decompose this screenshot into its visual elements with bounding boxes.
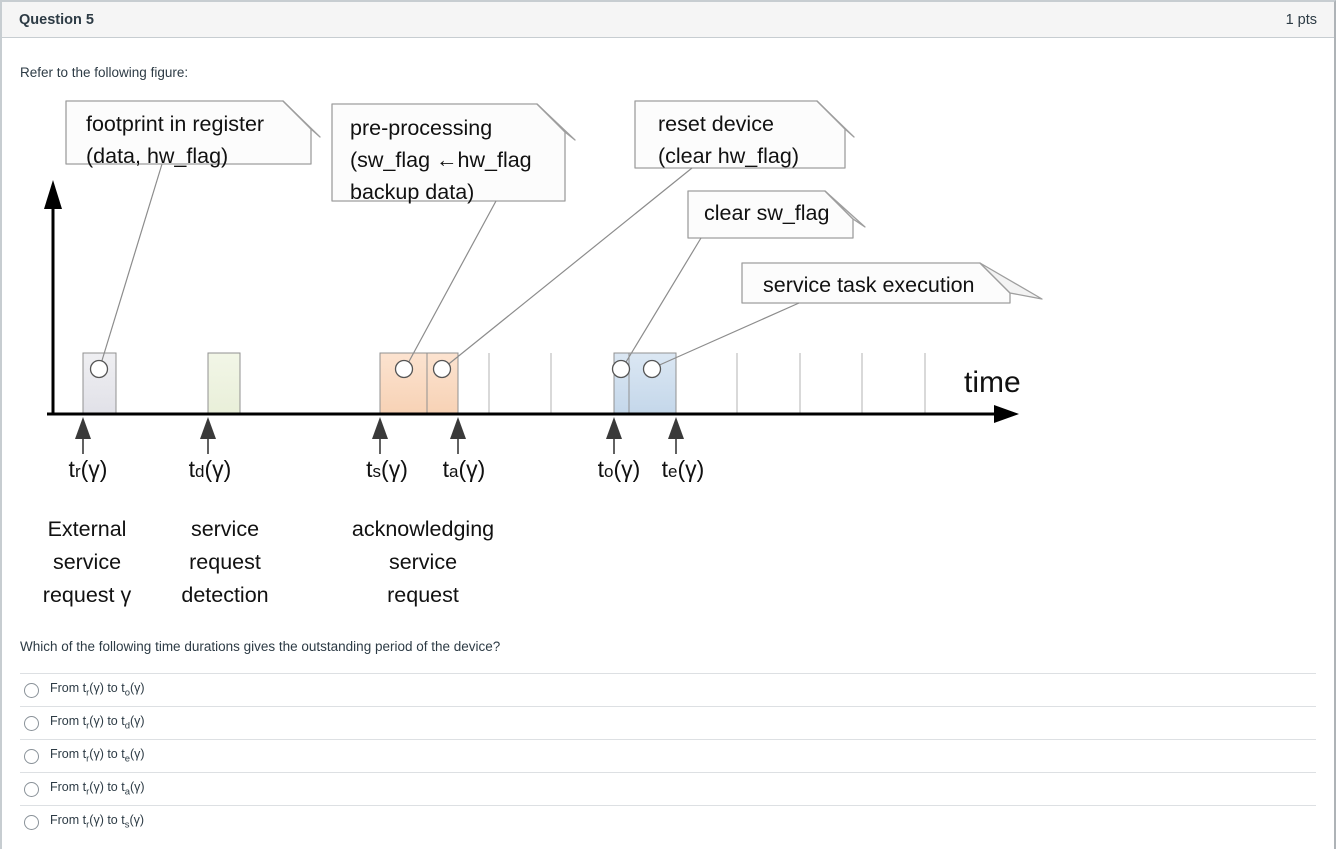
time-label-tr: tr(γ) <box>68 456 108 482</box>
intro-text: Refer to the following figure: <box>20 65 189 80</box>
option-label[interactable]: From tr(γ) to to(γ) <box>50 681 145 699</box>
desc-request-detection: service request detection <box>181 517 269 607</box>
radio-button[interactable] <box>24 682 39 698</box>
question-title: Question 5 <box>19 11 94 28</box>
radio-button[interactable] <box>24 781 39 797</box>
answer-option[interactable]: From tr(γ) to to(γ) <box>20 673 1316 706</box>
time-label-to: to(γ) <box>597 456 641 482</box>
note-connector-lines <box>99 163 800 368</box>
time-axis-caption: time <box>964 366 1021 399</box>
radio-button[interactable] <box>24 814 39 830</box>
option-label[interactable]: From tr(γ) to ta(γ) <box>50 780 145 798</box>
event-boxes <box>82 352 677 415</box>
answer-options: From tr(γ) to to(γ) From tr(γ) to td(γ) … <box>20 673 1316 838</box>
note-clear-sw-flag: clear sw_flag <box>704 201 830 225</box>
note-preprocessing: pre-processing (sw_flag ←hw_flag backup … <box>350 116 532 204</box>
diagram-canvas <box>44 100 1043 454</box>
connector-anchor-circles <box>89 359 662 379</box>
answer-option[interactable]: From tr(γ) to ta(γ) <box>20 772 1316 805</box>
answer-option[interactable]: From tr(γ) to ts(γ) <box>20 805 1316 838</box>
time-axis <box>44 180 1019 423</box>
vertical-axis-arrowhead <box>44 180 62 209</box>
answer-option[interactable]: From tr(γ) to te(γ) <box>20 739 1316 772</box>
desc-acknowledging: acknowledging service request <box>351 517 495 607</box>
points-badge: 1 pts <box>1285 11 1317 28</box>
time-label-ts: ts(γ) <box>366 456 408 482</box>
note-reset-device: reset device (clear hw_flag) <box>658 112 799 168</box>
radio-button[interactable] <box>24 715 39 731</box>
radio-button[interactable] <box>24 748 39 764</box>
answer-option[interactable]: From tr(γ) to td(γ) <box>20 706 1316 739</box>
desc-external-request: External service request γ <box>42 517 132 607</box>
time-axis-arrowhead <box>994 405 1019 423</box>
event-time-pointers <box>75 417 684 454</box>
callout-note-shapes <box>65 100 1043 304</box>
option-label[interactable]: From tr(γ) to td(γ) <box>50 714 145 732</box>
time-label-td: td(γ) <box>188 456 232 482</box>
note-footprint: footprint in register (data, hw_flag) <box>86 112 265 168</box>
axis-tick-marks <box>488 353 926 414</box>
detection-box <box>207 352 241 415</box>
timing-diagram-figure: footprint in register (data, hw_flag) pr… <box>2 96 1102 613</box>
question-text: Which of the following time durations gi… <box>20 639 501 654</box>
option-label[interactable]: From tr(γ) to ts(γ) <box>50 813 145 831</box>
time-label-te: te(γ) <box>661 456 705 482</box>
time-label-ta: ta(γ) <box>442 456 486 482</box>
option-label[interactable]: From tr(γ) to te(γ) <box>50 747 145 765</box>
note-service-task: service task execution <box>763 273 975 297</box>
question-header: Question 5 1 pts <box>2 2 1334 38</box>
